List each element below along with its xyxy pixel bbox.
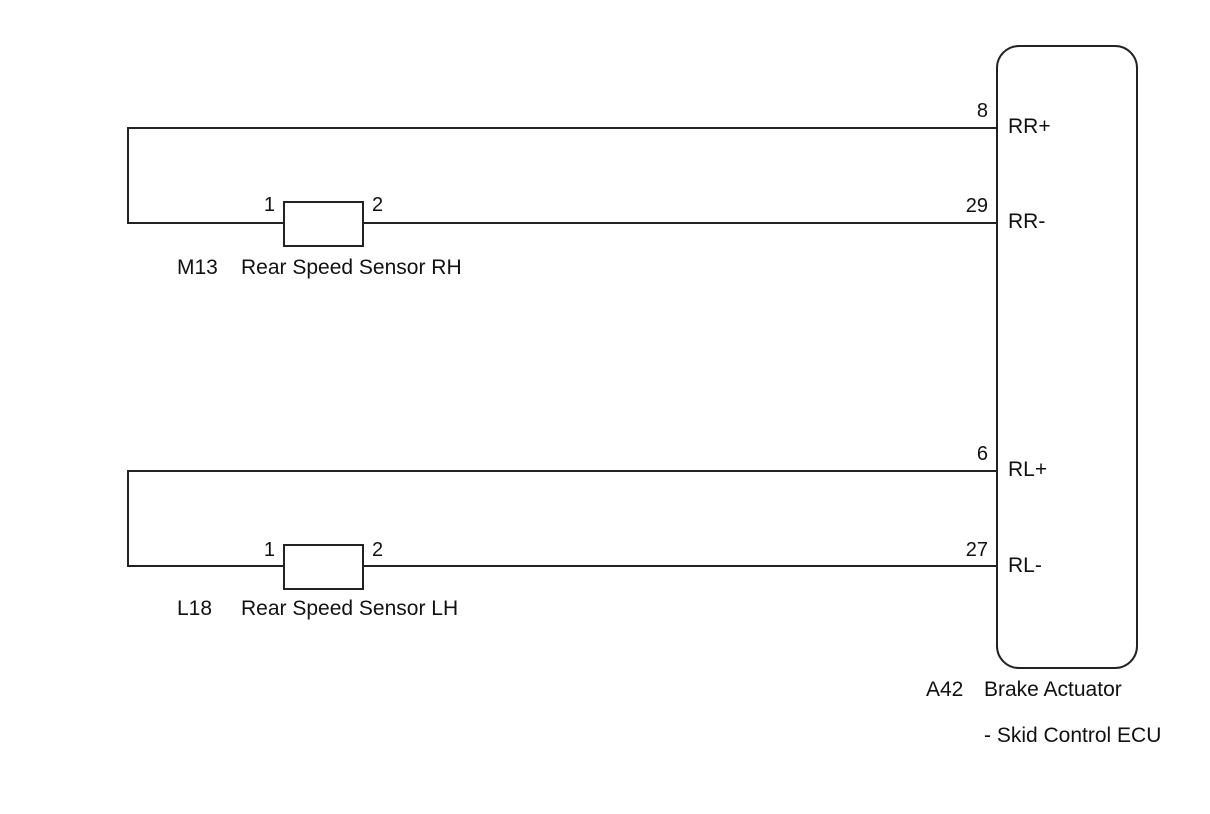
- ecu-pin-rl-plus: 6: [977, 443, 988, 465]
- sensor-rh-name: Rear Speed Sensor RH: [241, 256, 462, 279]
- sensor-rh-body: [283, 201, 364, 247]
- wire-rr-plus: [127, 127, 997, 224]
- sensor-lh-body: [283, 544, 364, 590]
- ecu-terminal-rl-plus: RL+: [1008, 458, 1047, 481]
- ecu-name-line1: Brake Actuator: [984, 678, 1122, 701]
- ecu-pin-rr-plus: 8: [977, 100, 988, 122]
- ecu-block: [996, 45, 1138, 669]
- sensor-lh-name: Rear Speed Sensor LH: [241, 597, 458, 620]
- ecu-terminal-rr-plus: RR+: [1008, 115, 1051, 138]
- wire-rl-plus: [127, 470, 997, 567]
- ecu-terminal-rr-minus: RR-: [1008, 210, 1045, 233]
- sensor-rh-connector: M13: [177, 256, 218, 279]
- sensor-rh-pin1: 1: [264, 194, 275, 216]
- ecu-pin-rr-minus: 29: [966, 195, 988, 217]
- ecu-terminal-rl-minus: RL-: [1008, 554, 1042, 577]
- sensor-lh-pin1: 1: [264, 539, 275, 561]
- sensor-lh-connector: L18: [177, 597, 212, 620]
- ecu-pin-rl-minus: 27: [966, 539, 988, 561]
- ecu-connector: A42: [926, 678, 963, 701]
- sensor-lh-pin2: 2: [372, 539, 383, 561]
- sensor-rh-pin2: 2: [372, 194, 383, 216]
- ecu-name-line2: - Skid Control ECU: [984, 724, 1161, 747]
